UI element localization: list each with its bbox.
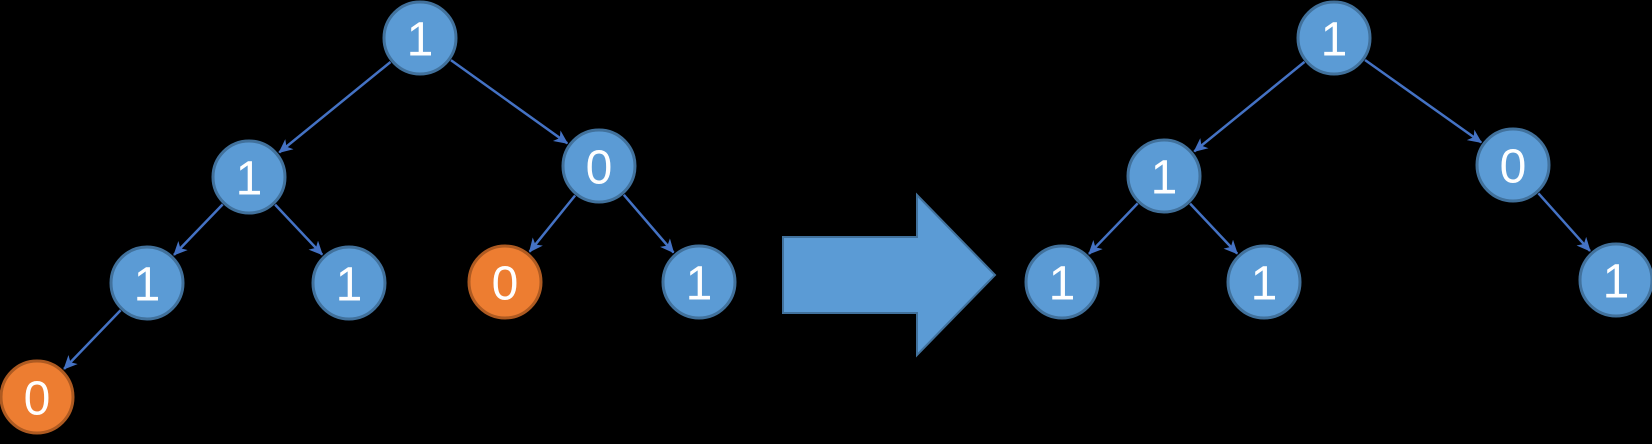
- tree-node-label: 1: [686, 258, 713, 311]
- tree-node: 0: [1475, 127, 1551, 203]
- tree-node: 0: [0, 359, 75, 435]
- tree-node: 0: [467, 244, 543, 320]
- tree-node: 1: [1578, 242, 1652, 318]
- tree-node: 1: [661, 244, 737, 320]
- tree-node-label: 1: [1251, 258, 1278, 311]
- tree-node-label: 1: [1151, 152, 1178, 205]
- tree-node-label: 1: [134, 259, 161, 312]
- tree-node-circle: [1296, 0, 1372, 76]
- tree-node-circle: [1578, 242, 1652, 318]
- transform-arrow-icon: [782, 192, 997, 358]
- tree-node-circle: [382, 0, 458, 76]
- tree-node: 1: [1296, 0, 1372, 76]
- tree-edge: [1364, 58, 1483, 144]
- tree-node: 1: [311, 245, 387, 321]
- tree-node-label: 0: [586, 142, 613, 195]
- tree-node-circle: [1024, 244, 1100, 320]
- tree-node: 1: [1126, 138, 1202, 214]
- tree-node-circle: [1226, 244, 1302, 320]
- tree-node-circle: [1475, 127, 1551, 203]
- tree-node-label: 1: [336, 259, 363, 312]
- tree-node: 1: [109, 245, 185, 321]
- tree-edge: [173, 203, 224, 256]
- tree-edge: [1193, 60, 1306, 153]
- tree-node-circle: [661, 244, 737, 320]
- tree-node-circle: [211, 139, 287, 215]
- tree-node-label: 1: [1603, 256, 1630, 309]
- tree-node: 1: [1024, 244, 1100, 320]
- tree-edge: [1088, 202, 1139, 255]
- tree-before: 1 1 0 1 1 0 1 0: [0, 0, 737, 435]
- tree-node-label: 1: [407, 14, 434, 67]
- tree-edge: [274, 203, 324, 256]
- tree-node-circle: [311, 245, 387, 321]
- tree-node-label: 1: [236, 153, 263, 206]
- tree-after: 1 1 0 1 1 1: [1024, 0, 1652, 320]
- tree-edge: [278, 61, 392, 154]
- tree-edge: [450, 59, 569, 145]
- tree-node-circle: [467, 244, 543, 320]
- tree-node-circle: [1126, 138, 1202, 214]
- tree-node: 0: [561, 128, 637, 204]
- tree-edge: [1537, 192, 1591, 252]
- tree-node-label: 0: [1500, 141, 1527, 194]
- tree-node: 1: [1226, 244, 1302, 320]
- tree-node-circle: [561, 128, 637, 204]
- tree-node-label: 1: [1049, 258, 1076, 311]
- tree-edge: [528, 194, 577, 253]
- tree-node: 1: [211, 139, 287, 215]
- tree-edge: [1189, 202, 1239, 255]
- tree-node-label: 0: [24, 373, 51, 426]
- tree-edge: [63, 309, 122, 370]
- tree-node-circle: [109, 245, 185, 321]
- tree-edge: [622, 193, 675, 254]
- tree-node-circle: [0, 359, 75, 435]
- tree-node-label: 0: [492, 258, 519, 311]
- tree-node-label: 1: [1321, 14, 1348, 67]
- tree-node: 1: [382, 0, 458, 76]
